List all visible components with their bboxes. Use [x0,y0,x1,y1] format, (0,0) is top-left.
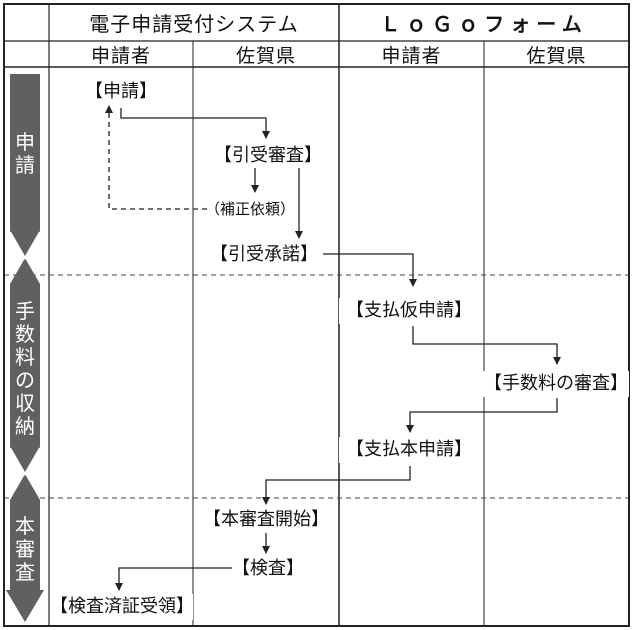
step-fee-review: 【手数料の審査】 [483,371,629,397]
step-start-review: 【本審査開始】 [196,508,336,532]
phase-label-application: 申請 [9,131,41,177]
arrow-correction-to-apply [105,105,207,210]
phase-char: 審 [15,537,35,561]
phase-arrow [6,74,44,622]
phase-char: 収 [15,391,35,415]
step-apply: 【申請】 [78,80,164,104]
arrow-apply-to-accept-review [120,108,270,139]
step-accept-approval: 【引受承諾】 [205,243,323,267]
lane-header-prefecture-1: 佐賀県 [235,44,296,67]
phase-label-fee: 手数料の収納 [9,300,41,438]
step-certificate: 【検査済証受領】 [50,594,194,620]
arrow-fee-review-to-final [406,398,558,433]
step-final-payment: 【支払本申請】 [339,437,479,463]
phase-notch-1 [9,231,41,261]
step-inspection: 【検査】 [232,557,304,581]
step-accept-review: 【引受審査】 [205,144,331,168]
lane-header-applicant-1: 申請者 [90,44,151,67]
phase-char: 手 [15,299,35,323]
arrow-inspection-to-certificate [115,567,234,591]
system-header-right: ＬｏＧｏフォーム [380,12,588,36]
phase-char: 申 [15,130,35,154]
phase-char: 請 [15,153,35,177]
phase-char: 納 [15,414,35,438]
lane-header-prefecture-2: 佐賀県 [526,44,587,67]
phase-notch-2 [9,447,41,477]
table-frame [3,3,630,627]
arrow-approval-to-provisional [322,253,417,287]
lane-header-applicant-2: 申請者 [381,44,442,67]
phase-label-review: 本審査 [9,515,41,584]
phase-char: の [15,368,35,392]
system-header-left: 電子申請受付システム [89,12,299,36]
phase-char: 料 [15,345,35,369]
phase-char: 本 [15,514,35,538]
phase-char: 査 [15,560,35,584]
step-provisional-payment: 【支払仮申請】 [339,298,479,324]
step-correction-request: （補正依頼） [205,199,296,219]
arrow-provisional-to-fee-review [412,326,561,365]
phase-char: 数 [15,322,35,346]
arrow-final-to-start-review [262,466,411,505]
